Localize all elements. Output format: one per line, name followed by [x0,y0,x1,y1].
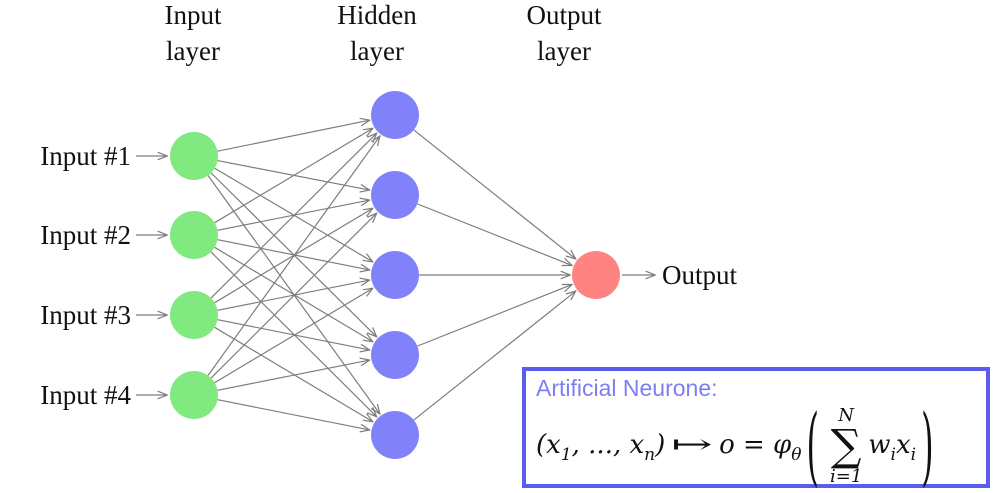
edge-hidden-to-output [413,291,576,421]
input-label-3: Input #3 [40,300,131,330]
hidden-node [371,251,419,299]
layer-title-input: Input layer [164,0,222,66]
edge-hidden-to-output [413,129,576,259]
edge-hidden-to-output [417,203,572,266]
formula-part: w [868,430,891,460]
formula-part: 1 [560,445,572,465]
edge-input-to-hidden [217,319,370,350]
hidden-node [371,171,419,219]
formula-part: o = φ [719,430,792,460]
edge-input-to-hidden [214,326,373,421]
input-label-4: Input #4 [40,380,131,410]
sum-sym: ∑ [830,421,862,471]
layer-title-output: Output layer [526,0,602,66]
hidden-node [371,331,419,379]
edge-input-to-hidden [217,399,370,430]
hidden-node [371,411,419,459]
output-node [572,251,620,299]
formula-part: i [890,445,896,465]
formula-part: ) [921,395,934,493]
formula-part: θ [791,445,802,465]
edge-input-to-hidden [210,213,377,379]
formula-part: n [644,445,656,465]
hidden-node [371,91,419,139]
formula-part: (x [536,430,561,460]
formula-part: ( [806,395,819,493]
edge-hidden-to-output [417,285,572,347]
sum-top: N [838,405,854,426]
input-node [170,371,218,419]
edge-input-to-hidden [210,133,377,299]
layer-title-hidden: Hidden layer [337,0,417,66]
input-label-1: Input #1 [40,141,131,171]
neurone-box: Artificial Neurone: (x1, ..., xn)↦o = φθ… [522,367,990,493]
output-label: Output [662,260,738,290]
input-node [170,291,218,339]
summation-symbol: N∑i=1 [830,406,862,486]
edge-input-to-hidden [214,128,373,224]
formula-part: i [910,445,917,465]
input-label-2: Input #2 [40,220,131,250]
edge-input-to-hidden [214,246,373,341]
formula-part: ↦ [671,430,713,460]
edge-input-to-hidden [207,136,380,376]
neurone-box-title: Artificial Neurone: [536,375,718,401]
sum-bot: i=1 [829,466,863,487]
formula-part: , ..., x [571,430,645,460]
edge-input-to-hidden [217,239,370,270]
edge-input-to-hidden [214,288,373,384]
edge-input-to-hidden [217,360,370,391]
edge-input-to-hidden [217,120,370,152]
formula-part: x [895,430,911,460]
input-node [170,211,218,259]
formula-part: ) [655,430,666,460]
input-node [170,132,218,180]
